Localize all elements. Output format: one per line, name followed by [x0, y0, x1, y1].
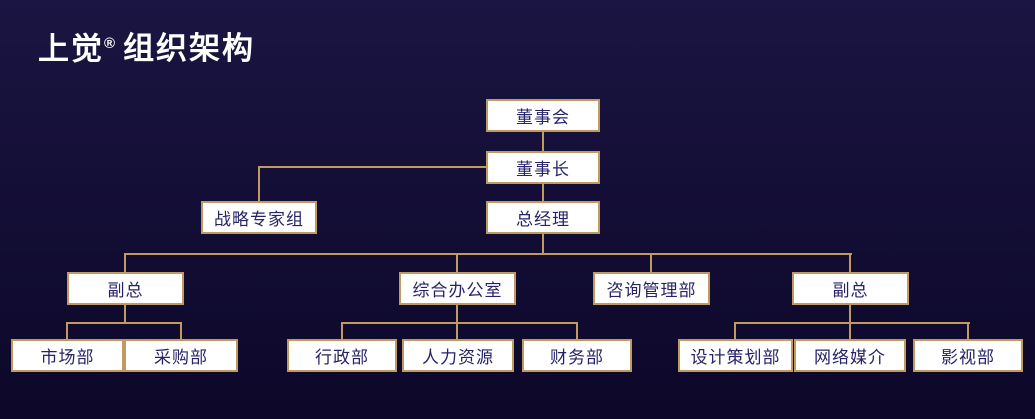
- org-node-label: 采购部: [154, 348, 208, 367]
- connector-deputy-right-rail: [734, 322, 970, 324]
- org-node-label: 设计策划部: [690, 348, 781, 367]
- connector-deputy-left-feed: [124, 305, 126, 322]
- org-node-strategy-expert-group: 战略专家组: [201, 201, 317, 234]
- connector-drop-general-office: [456, 253, 458, 272]
- connector-drop-administration: [341, 322, 343, 339]
- org-node-human-resources: 人力资源: [402, 339, 514, 372]
- org-node-label: 行政部: [315, 348, 369, 367]
- org-node-procurement: 采购部: [124, 339, 238, 372]
- connector-drop-procurement: [180, 322, 182, 339]
- connector-deputy-left-rail: [66, 322, 182, 324]
- registered-trademark-symbol: ®: [104, 35, 116, 52]
- org-node-design-planning: 设计策划部: [678, 339, 793, 372]
- org-node-general-office: 综合办公室: [399, 272, 516, 305]
- org-node-label: 董事会: [516, 108, 570, 127]
- connector-chairman-strategy-v: [258, 166, 260, 201]
- org-node-label: 人力资源: [422, 348, 494, 367]
- connector-chairman-gm: [542, 184, 544, 201]
- org-node-label: 财务部: [550, 348, 604, 367]
- connector-general-office-rail: [341, 322, 578, 324]
- page-title: 上觉® 组织架构: [38, 24, 255, 69]
- org-node-consulting-management: 咨询管理部: [593, 272, 710, 305]
- connector-gm-feed: [542, 234, 544, 253]
- org-node-chairman: 董事长: [486, 151, 600, 184]
- org-node-label: 综合办公室: [412, 281, 503, 300]
- org-node-deputy-gm-left: 副总: [67, 272, 184, 305]
- org-node-label: 总经理: [516, 210, 570, 229]
- connector-chairman-strategy-h: [258, 166, 486, 168]
- org-node-finance: 财务部: [522, 339, 632, 372]
- org-node-label: 市场部: [40, 348, 95, 367]
- org-node-deputy-gm-right: 副总: [792, 272, 909, 305]
- connector-drop-design-planning: [734, 322, 736, 339]
- connector-drop-consulting: [650, 253, 652, 272]
- connector-board-chairman: [542, 132, 544, 151]
- org-node-label: 董事长: [516, 160, 570, 179]
- connector-drop-deputy-left: [124, 253, 126, 272]
- org-node-network-media: 网络媒介: [794, 339, 906, 372]
- org-node-film-tv: 影视部: [913, 339, 1023, 372]
- org-node-label: 战略专家组: [214, 210, 304, 229]
- org-node-label: 副总: [107, 281, 144, 300]
- org-node-marketing: 市场部: [11, 339, 124, 372]
- org-node-label: 咨询管理部: [606, 281, 697, 300]
- org-node-label: 影视部: [941, 348, 995, 367]
- connector-level2-rail: [124, 253, 852, 255]
- org-node-board: 董事会: [486, 99, 600, 132]
- org-node-administration: 行政部: [287, 339, 397, 372]
- connector-drop-marketing: [66, 322, 68, 339]
- page-title-text: 组织架构: [123, 31, 256, 67]
- connector-drop-film-tv: [967, 322, 969, 339]
- brand-name: 上觉: [38, 31, 104, 67]
- connector-drop-deputy-right: [849, 253, 851, 272]
- org-node-label: 网络媒介: [814, 348, 886, 367]
- org-node-general-manager: 总经理: [486, 201, 600, 234]
- connector-drop-finance: [576, 322, 578, 339]
- org-node-label: 副总: [832, 281, 869, 300]
